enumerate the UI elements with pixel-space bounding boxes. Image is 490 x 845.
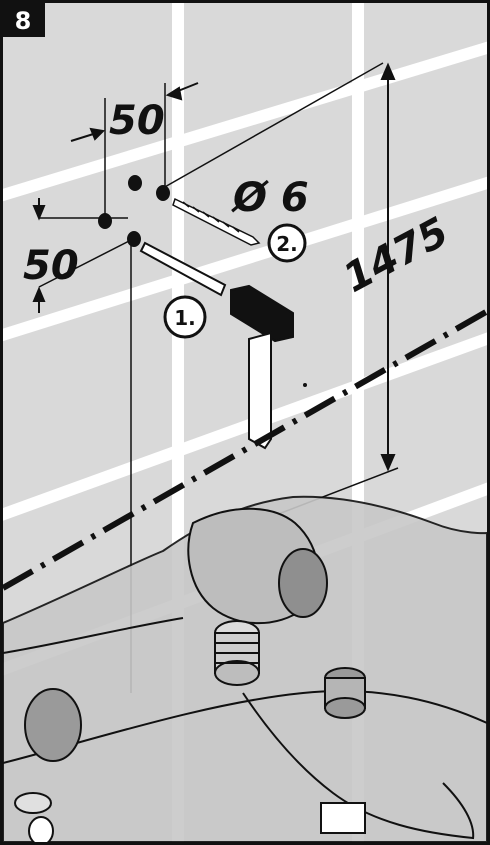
vertical-spacing-label: 50: [23, 243, 79, 289]
step-number: 8: [15, 7, 32, 35]
step-1-marker: 1.: [163, 295, 207, 339]
step-2-marker: 2.: [267, 223, 307, 263]
mixer-tap-illustration: [3, 383, 487, 842]
step-1-label: 1.: [174, 306, 196, 330]
instruction-diagram: 8 50 50 Ø 6 1475: [3, 3, 487, 842]
centerline: [3, 307, 487, 591]
step-2-label: 2.: [276, 232, 298, 256]
drill-holes: [98, 175, 170, 247]
dimension-arrows: [32, 62, 396, 472]
horizontal-spacing-label: 50: [109, 98, 165, 144]
drill-bit-icon: [172, 197, 261, 246]
step-badge: 8: [3, 3, 45, 37]
hammer-icon: [230, 284, 294, 450]
punch-icon: [139, 241, 227, 297]
drill-diameter-label: Ø 6: [231, 175, 309, 221]
